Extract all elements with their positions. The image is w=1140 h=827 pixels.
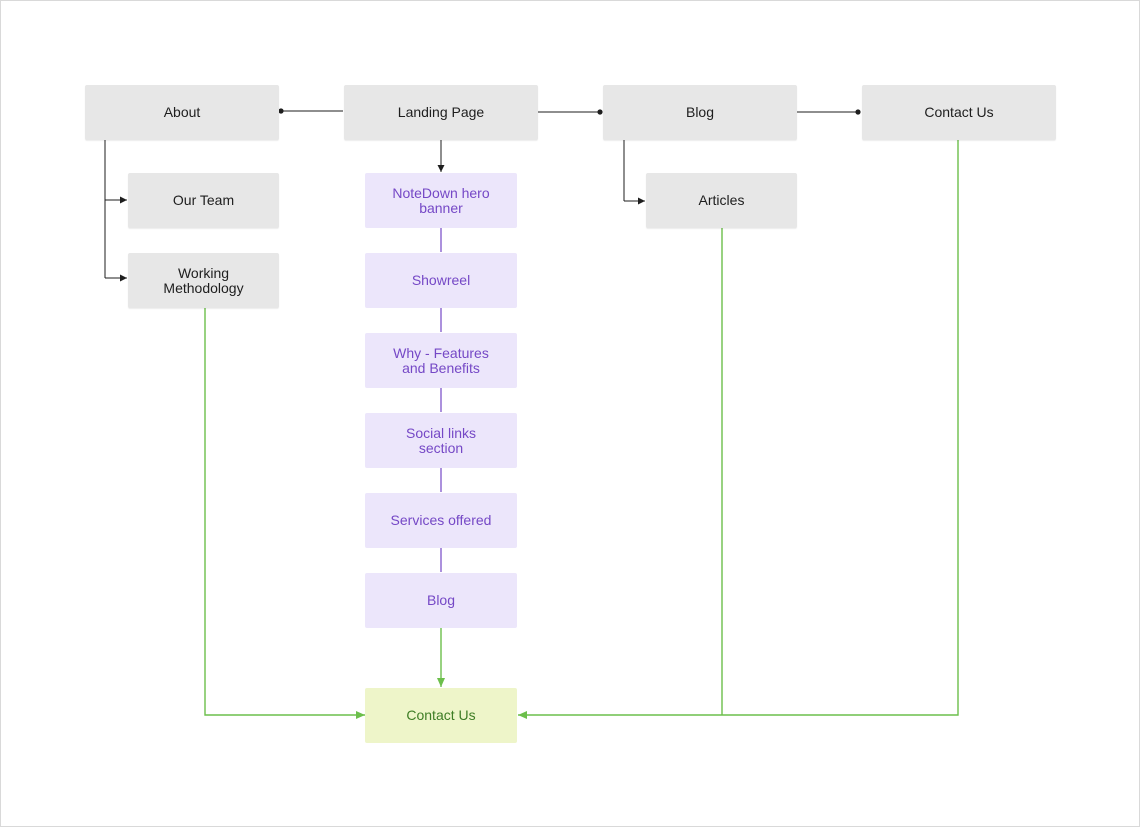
section-social-links-label: Social links section bbox=[405, 424, 477, 456]
subpage-our-team[interactable]: Our Team bbox=[128, 173, 279, 228]
section-services-offered[interactable]: Services offered bbox=[365, 493, 517, 548]
section-contact-us-label: Contact Us bbox=[406, 707, 476, 723]
section-hero-banner-label: NoteDown hero banner bbox=[392, 184, 490, 216]
contact-connectors bbox=[204, 140, 959, 719]
link-dot-contact bbox=[855, 109, 861, 115]
page-blog-label: Blog bbox=[685, 104, 715, 120]
page-blog[interactable]: Blog bbox=[603, 85, 797, 140]
subpage-working-methodology[interactable]: Working Methodology bbox=[128, 253, 279, 308]
subpage-working-methodology-label: Working Methodology bbox=[163, 264, 244, 296]
section-blog[interactable]: Blog bbox=[365, 573, 517, 628]
section-showreel-label: Showreel bbox=[411, 272, 471, 288]
page-contact-label: Contact Us bbox=[924, 104, 994, 120]
section-services-offered-label: Services offered bbox=[390, 512, 492, 528]
blog-connectors bbox=[623, 140, 645, 205]
section-why-features-label: Why - Features and Benefits bbox=[393, 344, 489, 376]
section-hero-banner[interactable]: NoteDown hero banner bbox=[365, 173, 517, 228]
subpage-our-team-label: Our Team bbox=[172, 192, 235, 208]
about-connectors bbox=[104, 140, 127, 282]
section-showreel[interactable]: Showreel bbox=[365, 253, 517, 308]
subpage-articles-label: Articles bbox=[698, 192, 745, 208]
nav-connectors bbox=[278, 108, 861, 115]
page-contact[interactable]: Contact Us bbox=[862, 85, 1056, 140]
page-landing[interactable]: Landing Page bbox=[344, 85, 538, 140]
subpage-articles[interactable]: Articles bbox=[646, 173, 797, 228]
method-to-contact-arrow bbox=[204, 308, 365, 719]
page-about-label: About bbox=[163, 104, 201, 120]
section-social-links[interactable]: Social links section bbox=[365, 413, 517, 468]
section-blog-label: Blog bbox=[426, 592, 456, 608]
section-why-features[interactable]: Why - Features and Benefits bbox=[365, 333, 517, 388]
section-contact-us[interactable]: Contact Us bbox=[365, 688, 517, 743]
contact-page-to-contact-arrow bbox=[518, 140, 959, 719]
link-dot-about bbox=[278, 108, 284, 114]
link-dot-blog bbox=[597, 109, 603, 115]
page-landing-label: Landing Page bbox=[397, 104, 485, 120]
page-about[interactable]: About bbox=[85, 85, 279, 140]
